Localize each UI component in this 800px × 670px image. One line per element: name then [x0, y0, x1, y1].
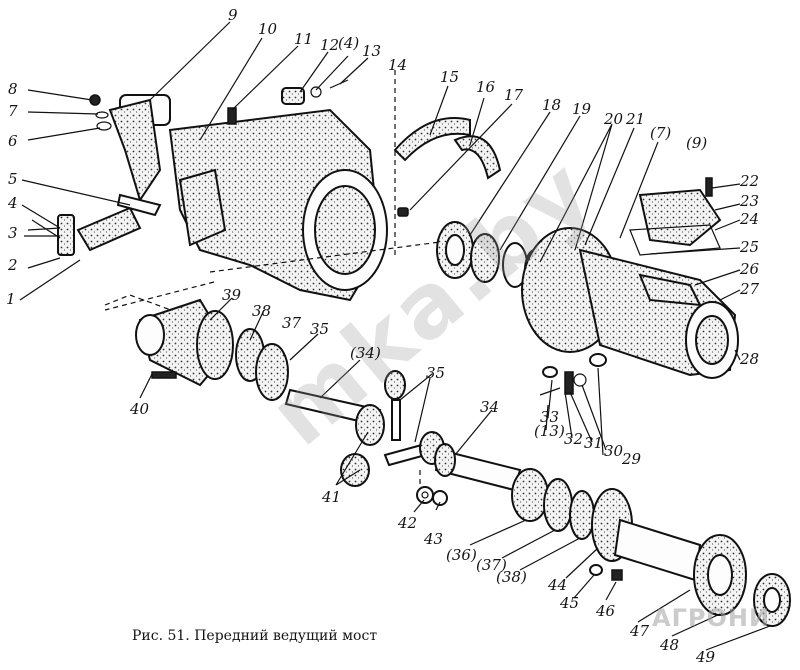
callout-39: 39	[222, 286, 242, 304]
callout-43: 43	[424, 530, 444, 548]
callout-17: 17	[504, 86, 524, 104]
callout-5: 5	[8, 170, 18, 188]
leader-lines	[19, 21, 771, 651]
callout-4: 4	[8, 194, 18, 212]
callout-3: 3	[8, 224, 18, 242]
small-parts-lower-right	[539, 353, 607, 396]
callout-19: 19	[572, 100, 592, 118]
callout-13: 13	[362, 42, 382, 60]
callout-24: 24	[740, 210, 760, 228]
callout-28: 28	[740, 350, 760, 368]
callout-1: 1	[6, 290, 16, 308]
callout-49: 49	[696, 648, 716, 666]
dashed-bracket	[104, 281, 215, 311]
callout-11: 11	[294, 30, 314, 48]
callout-12: 12	[320, 36, 340, 54]
callout-9: 9	[228, 6, 238, 24]
axle-housing	[108, 94, 388, 302]
callout-31: 31	[584, 434, 604, 452]
callout-45: 45	[560, 594, 580, 612]
callout-46: 46	[596, 602, 616, 620]
callout-26: 26	[740, 260, 760, 278]
callout-4-ref: (4)	[338, 34, 360, 52]
agroni-logo: АГРОНИ	[652, 604, 771, 632]
callout-47: 47	[630, 622, 650, 640]
figure-caption: Рис. 51. Передний ведущий мост	[132, 628, 378, 644]
callout-9-ref: (9)	[686, 134, 708, 152]
callout-30: 30	[604, 442, 624, 460]
callout-40: 40	[130, 400, 150, 418]
callout-44: 44	[548, 576, 568, 594]
callout-41: 41	[322, 488, 342, 506]
callout-21: 21	[626, 110, 646, 128]
callout-8: 8	[8, 80, 18, 98]
callout-23: 23	[740, 192, 760, 210]
callout-27: 27	[740, 280, 760, 298]
pinion-gears	[340, 370, 446, 487]
callout-29: 29	[622, 450, 642, 468]
callout-48: 48	[660, 636, 680, 654]
callout-38: 38	[252, 302, 272, 320]
callout-18: 18	[542, 96, 562, 114]
callout-16: 16	[476, 78, 496, 96]
small-parts-left	[27, 94, 162, 256]
callout-6: 6	[8, 132, 18, 150]
final-drive-housing	[521, 227, 739, 379]
callout-7-ref: (7)	[650, 124, 672, 142]
callout-34: 34	[480, 398, 500, 416]
callout-2: 2	[8, 256, 18, 274]
callout-20: 20	[604, 110, 624, 128]
callout-13-ref: (13)	[534, 422, 565, 440]
callout-35: 35	[426, 364, 446, 382]
callout-25: 25	[740, 238, 760, 256]
callout-35-left: 35	[310, 320, 330, 338]
gear-cluster	[511, 468, 791, 627]
callout-15: 15	[440, 68, 460, 86]
callout-36-ref: (36)	[446, 546, 477, 564]
differential-assembly	[135, 298, 382, 427]
washers	[416, 486, 448, 506]
cover-part	[629, 177, 722, 256]
small-parts-top	[227, 79, 502, 217]
dashed-leader-top	[209, 241, 441, 273]
callout-14: 14	[388, 56, 408, 74]
callout-32: 32	[564, 430, 584, 448]
callout-37: 37	[282, 314, 302, 332]
callout-7: 7	[8, 102, 18, 120]
drive-shaft	[434, 443, 522, 492]
callout-22: 22	[740, 172, 760, 190]
callout-10: 10	[258, 20, 278, 38]
callout-34-ref: (34)	[350, 344, 381, 362]
callout-37-ref: (37)	[476, 556, 507, 574]
callout-42: 42	[398, 514, 418, 532]
callout-33: 33	[540, 408, 560, 426]
callout-38-ref: (38)	[496, 568, 527, 586]
